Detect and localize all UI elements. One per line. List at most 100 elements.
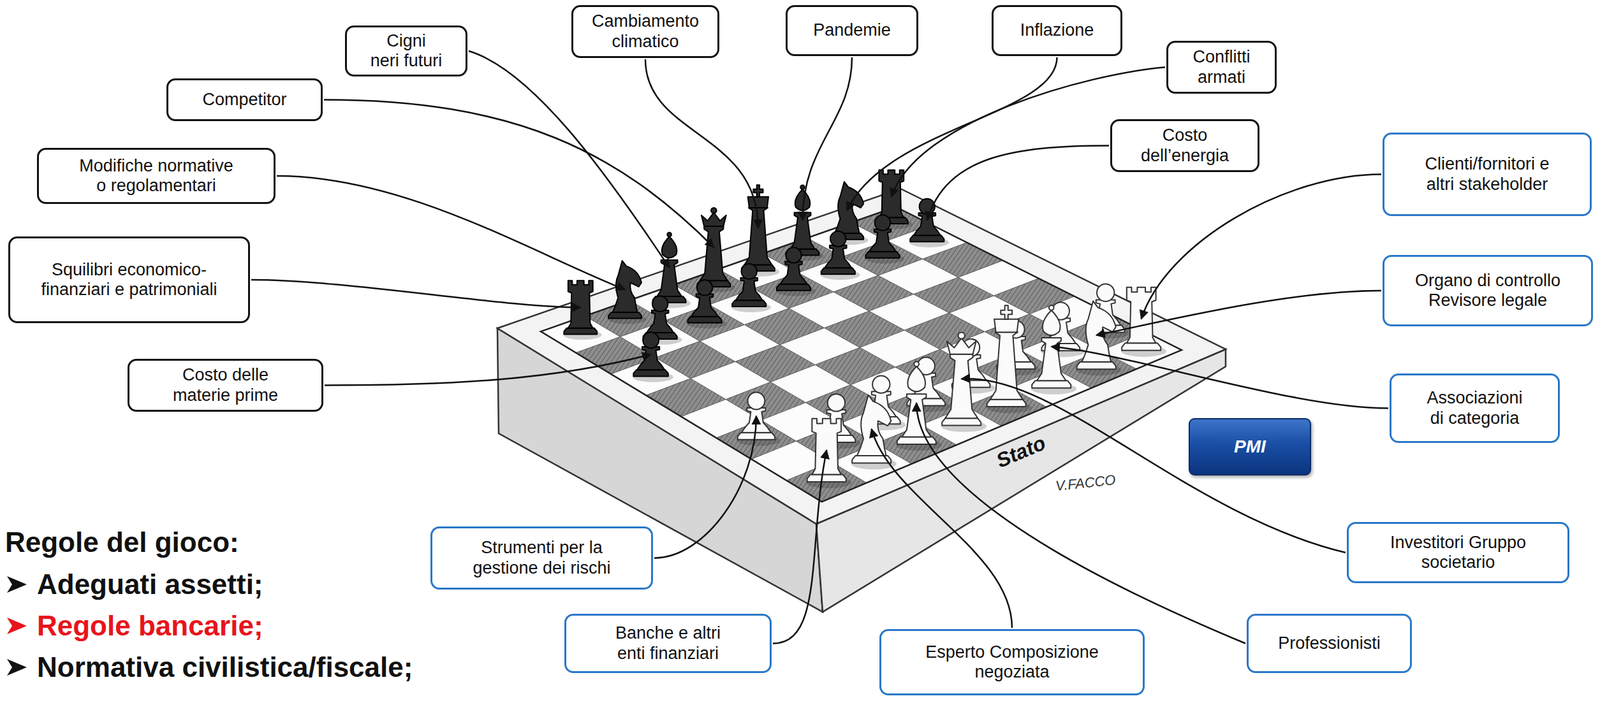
label-text: Regole del gioco: [5,526,240,560]
leader-line [468,51,670,268]
leader-line [1141,174,1382,320]
piece-part [910,235,944,242]
piece-part [1121,343,1161,351]
ally-box: Clienti/fornitori e altri stakeholder [1382,132,1592,217]
leader-line [276,176,625,290]
white-knight [1075,300,1122,376]
piece-part [779,261,807,284]
piece-part [811,418,842,476]
piece-part [913,361,919,367]
piece-part [700,226,728,281]
piece-part [897,437,937,445]
risk-box: Modifiche normative o regolamentari [36,147,276,205]
box-text: Costo delle materie prime [137,365,314,405]
piece-part [1031,380,1071,388]
box-text: Strumenti per la gestione dei rischi [440,538,644,578]
rules-item: Normativa civilistica/fiscale; [6,651,413,685]
leader-line [802,57,852,221]
label-text: Stato [989,429,1052,474]
piece-part [945,354,978,419]
piece-part [913,212,941,236]
black-pawn [864,214,905,264]
player-badge: PMI [1188,418,1312,476]
piece-part [652,296,668,312]
box-text: Costo dell’energia [1119,125,1250,166]
label-text: Regole bancarie; [36,610,264,643]
piece-part [711,207,717,214]
piece-part [642,332,659,349]
piece-part [901,394,932,437]
label-text: Adeguati assetti; [36,568,264,602]
piece-part [874,214,891,231]
piece-part [824,245,852,268]
ally-box: Associazioni di categoria [1389,373,1560,444]
piece-part [748,392,766,411]
bullet-arrow-shape [7,659,27,676]
piece-part [701,212,727,227]
piece-part [1096,284,1115,302]
box-text: Clienti/fornitori e altri stakeholder [1392,154,1583,194]
white-king [985,305,1032,414]
piece-part [872,375,890,393]
piece-part [687,316,722,324]
piece-part [800,184,805,189]
risk-box: Cigni neri futuri [344,25,468,77]
black-king [741,184,780,277]
box-text: Associazioni di categoria [1399,388,1551,428]
leader-line [645,59,759,229]
board-border [540,207,1182,503]
piece-part [608,312,642,319]
leader-line [871,429,1013,629]
bullet-arrow-shape [7,617,27,635]
piece-part [748,197,769,208]
ally-box: Banche e altri enti finanziari [564,614,772,674]
piece-part [732,300,766,307]
box-text: Pandemie [813,20,891,41]
black-rook [563,280,602,340]
box-text: Organo di controllo Revisore legale [1392,271,1584,311]
risk-box: Inflazione [991,5,1123,57]
ally-box: Strumenti per la gestione dei rischi [430,526,654,590]
rules-item: Adeguati assetti; [6,568,264,602]
artist-signature: V.FACCO [1054,471,1117,495]
piece-part [1077,362,1116,370]
rules-heading: Regole del gioco: [5,526,240,560]
piece-part [865,251,900,259]
piece-part [827,394,845,412]
piece-part [994,319,1019,333]
piece-part [1042,310,1061,336]
piece-part [1000,305,1013,320]
white-bishop [1031,305,1077,395]
bullet-arrow-shape [7,576,27,594]
box-text: Inflazione [1020,20,1095,41]
piece-part [691,293,719,317]
piece-part [987,399,1027,407]
piece-part [646,310,674,333]
piece-part [1049,305,1055,311]
risk-box: Competitor [166,78,323,122]
piece-part [697,279,713,296]
box-text: Modifiche normative o regolamentari [46,156,266,196]
piece-part [737,433,775,441]
risk-box: Conflitti armati [1166,40,1277,94]
box-text: Investitori Gruppo societario [1356,533,1560,573]
box-text: Professionisti [1277,633,1381,654]
piece-part [735,278,763,301]
leader-line [654,416,757,559]
leader-line [251,279,581,308]
piece-part [830,231,846,247]
board-rim [497,188,1226,525]
rules-item: Regole bancarie; [6,610,264,643]
black-pawn [731,264,771,313]
piece-part [753,184,763,197]
piece-part [941,418,981,426]
piece-part [633,369,668,377]
box-text: PMI [1233,436,1266,458]
white-rook [806,418,852,489]
risk-box: Cambiamento climatico [571,5,720,59]
white-bishop [895,361,942,451]
piece-part [563,328,597,335]
piece-part [958,332,965,339]
leader-line [324,354,652,386]
risk-box: Costo delle materie prime [127,359,324,412]
